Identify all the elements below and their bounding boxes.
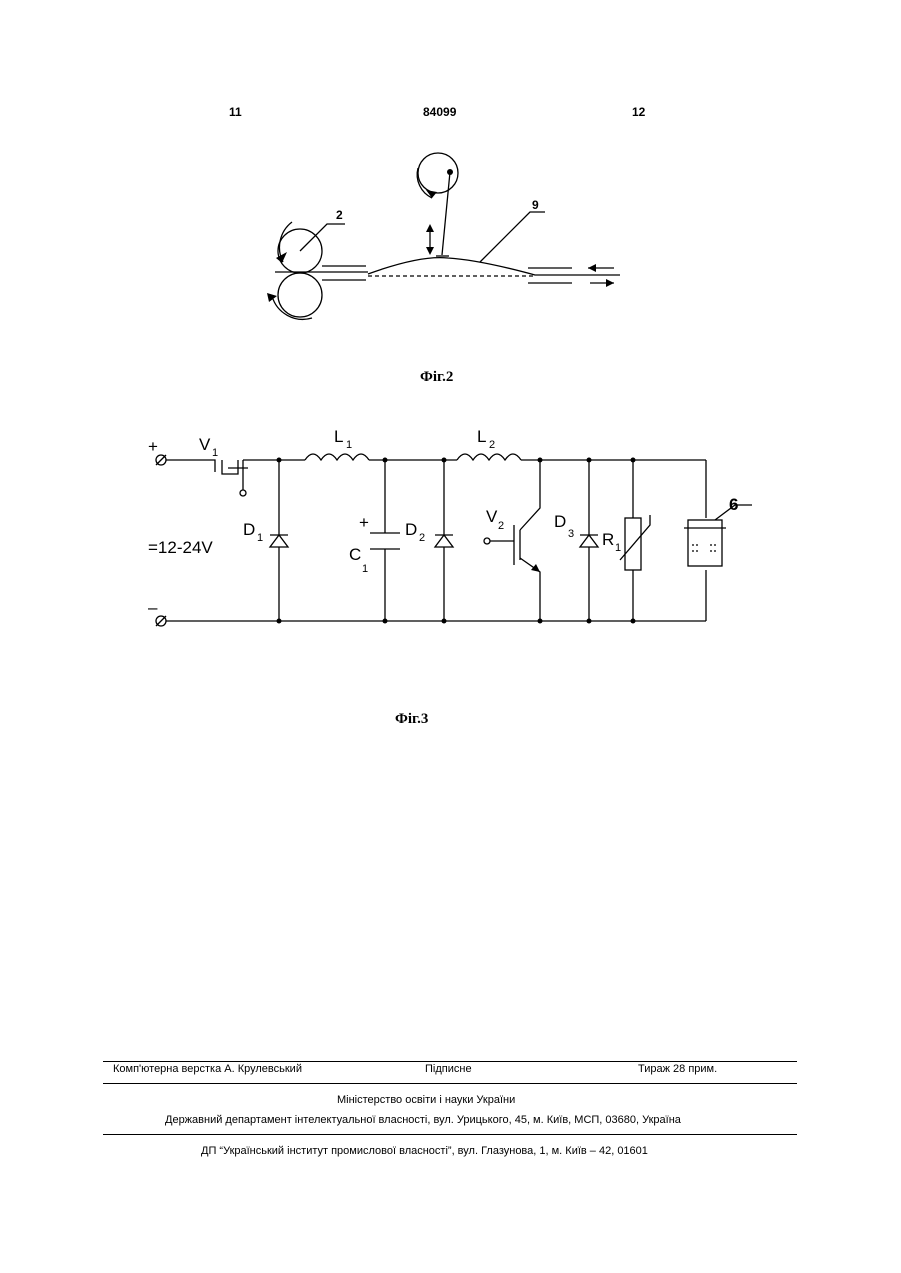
d2-label: D [405, 520, 417, 539]
figure-3-circuit: + – =12-24V V 1 L 1 L 2 D 1 + C 1 D 2 V … [0, 0, 901, 700]
figure-3-caption: Фіг.3 [395, 711, 428, 728]
switch-v1 [166, 460, 215, 472]
r1-sub: 1 [615, 542, 621, 554]
footer-signed: Підписне [425, 1063, 472, 1075]
c1-label: C [349, 545, 361, 564]
v1-label: V [199, 435, 211, 454]
footer-department: Державний департамент інтелектуальної вл… [165, 1114, 681, 1126]
d1-sub: 1 [257, 532, 263, 544]
transistor-v2 [520, 460, 540, 530]
d2-sub: 2 [419, 532, 425, 544]
inductor-l2 [457, 454, 521, 460]
d3-label: D [554, 512, 566, 531]
v1-sub: 1 [212, 447, 218, 459]
footer-rule-top [103, 1061, 797, 1062]
footer-institute: ДП “Український інститут промислової вла… [201, 1145, 648, 1157]
footer-ministry: Міністерство освіти і науки України [337, 1094, 515, 1106]
footer-circulation: Тираж 28 прим. [638, 1063, 717, 1075]
l2-sub: 2 [489, 439, 495, 451]
voltage-label: =12-24V [148, 538, 213, 557]
d3-sub: 3 [568, 528, 574, 540]
c1-sub: 1 [362, 563, 368, 575]
l1-label: L [334, 427, 343, 446]
minus-label: – [148, 598, 158, 617]
c1-plus: + [359, 513, 369, 532]
r1-label: R [602, 530, 614, 549]
l2-label: L [477, 427, 486, 446]
footer-rule-bottom [103, 1134, 797, 1135]
v2-label: V [486, 507, 498, 526]
footer-rule-middle [103, 1083, 797, 1084]
inductor-l1 [305, 454, 369, 460]
l1-sub: 1 [346, 439, 352, 451]
footer-typesetting: Комп'ютерна верстка А. Крулевський [113, 1063, 302, 1075]
ref-6-label: 6 [729, 495, 738, 514]
d1-label: D [243, 520, 255, 539]
plus-label: + [148, 437, 158, 456]
v2-sub: 2 [498, 520, 504, 532]
